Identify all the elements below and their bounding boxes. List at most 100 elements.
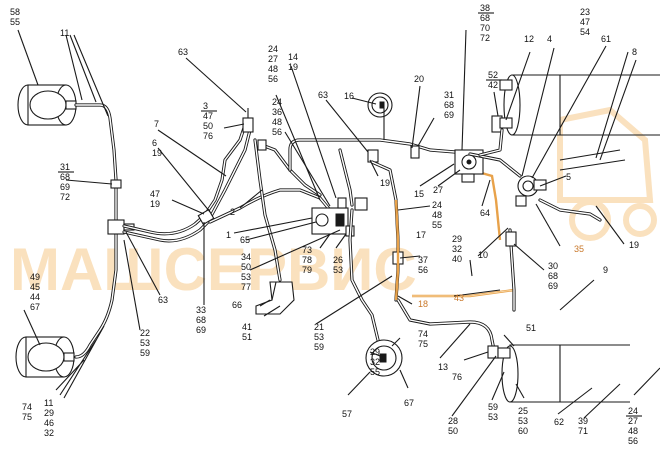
callout-number: 51 bbox=[242, 332, 252, 342]
callout-19-right: 19 bbox=[629, 240, 639, 250]
callout-number: 38 bbox=[480, 3, 490, 13]
callout-number: 55 bbox=[432, 220, 442, 230]
callout-number: 26 bbox=[333, 255, 343, 265]
callout-number: 37 bbox=[418, 255, 428, 265]
callout-number: 56 bbox=[418, 265, 428, 275]
callout-15: 15 bbox=[414, 189, 424, 199]
pipe-left-vertical bbox=[74, 103, 118, 359]
callout-number: 70 bbox=[480, 23, 490, 33]
callout-13: 13 bbox=[438, 362, 448, 372]
pipe-to-center bbox=[122, 213, 212, 243]
callout-number: 17 bbox=[416, 230, 426, 240]
callout-number: 59 bbox=[140, 348, 150, 358]
callout-number: 51 bbox=[526, 323, 536, 333]
callout-number: 19 bbox=[629, 240, 639, 250]
callout-number: 24 bbox=[432, 200, 442, 210]
callout-number: 39 bbox=[578, 416, 588, 426]
callout-number: 13 bbox=[438, 362, 448, 372]
callout-number: 49 bbox=[30, 272, 40, 282]
callout-number: 52 bbox=[488, 70, 498, 80]
callout-number: 55 bbox=[10, 17, 20, 27]
callout-4: 4 bbox=[547, 34, 552, 44]
callout-number: 21 bbox=[314, 322, 324, 332]
callout-number: 18 bbox=[418, 299, 428, 309]
brake-chamber-top-left bbox=[17, 84, 77, 126]
callout-number: 24 bbox=[272, 97, 282, 107]
callout-76: 76 bbox=[452, 372, 462, 382]
callout-number: 72 bbox=[480, 33, 490, 43]
callout-number: 19 bbox=[380, 178, 390, 188]
callout-number: 45 bbox=[30, 282, 40, 292]
callout-18: 18 bbox=[418, 299, 428, 309]
callout-27: 27 bbox=[433, 185, 443, 195]
brake-chamber-bottom-left bbox=[15, 336, 75, 378]
callout-17: 17 bbox=[416, 230, 426, 240]
callout-number: 65 bbox=[240, 235, 250, 245]
callout-16: 16 bbox=[344, 91, 354, 101]
callout-number: 16 bbox=[344, 91, 354, 101]
callout-number: 60 bbox=[518, 426, 528, 436]
valve-3 bbox=[242, 117, 254, 133]
callout-number: 36 bbox=[272, 107, 282, 117]
callout-62: 62 bbox=[554, 417, 564, 427]
pipe-to-valve-5 bbox=[468, 128, 602, 222]
callout-number: 28 bbox=[448, 416, 458, 426]
frame-rail bbox=[559, 149, 626, 171]
callout-number: 72 bbox=[60, 192, 70, 202]
callout-number: 75 bbox=[418, 339, 428, 349]
pipe-center-diagonal bbox=[203, 123, 252, 220]
callout-number: 11 bbox=[60, 28, 69, 38]
callout-number: 1 bbox=[226, 230, 231, 240]
callout-number: 69 bbox=[196, 325, 206, 335]
callout-number: 69 bbox=[548, 281, 558, 291]
callout-number: 24 bbox=[628, 406, 638, 416]
callout-number: 66 bbox=[232, 300, 242, 310]
fitting-30 bbox=[505, 231, 517, 247]
callout-number: 27 bbox=[433, 185, 443, 195]
callout-number: 73 bbox=[302, 245, 312, 255]
callout-number: 48 bbox=[268, 64, 278, 74]
fitting-15 bbox=[410, 145, 420, 159]
callout-number: 56 bbox=[268, 74, 278, 84]
callout-number: 47 bbox=[203, 111, 213, 121]
watermark-text: МАШСЕРВИС bbox=[10, 236, 417, 303]
watermark-truck bbox=[557, 106, 657, 241]
callout-labels: 5855113168697249454467747511294632225359… bbox=[10, 3, 642, 446]
callout-number: 68 bbox=[548, 271, 558, 281]
fitting-left-upper bbox=[110, 179, 122, 189]
callout-number: 15 bbox=[414, 189, 424, 199]
fitting-76 bbox=[487, 345, 499, 359]
callout-number: 42 bbox=[488, 80, 498, 90]
callout-10: 10 bbox=[478, 250, 488, 260]
callout-number: 25 bbox=[518, 406, 528, 416]
callout-67: 67 bbox=[404, 398, 414, 408]
callout-number: 78 bbox=[302, 255, 312, 265]
callout-number: 34 bbox=[241, 252, 251, 262]
callout-number: 75 bbox=[22, 412, 32, 422]
callout-number: 53 bbox=[140, 338, 150, 348]
callout-number: 29 bbox=[370, 347, 380, 357]
callout-number: 8 bbox=[632, 47, 637, 57]
callout-number: 53 bbox=[314, 332, 324, 342]
callout-number: 3 bbox=[203, 101, 208, 111]
callout-number: 46 bbox=[44, 418, 54, 428]
callout-number: 27 bbox=[628, 416, 638, 426]
callout-number: 54 bbox=[580, 27, 590, 37]
callout-number: 47 bbox=[150, 189, 160, 199]
callout-number: 76 bbox=[452, 372, 462, 382]
callout-number: 74 bbox=[418, 329, 428, 339]
callout-number: 32 bbox=[452, 244, 462, 254]
pipe-13 bbox=[396, 298, 496, 352]
